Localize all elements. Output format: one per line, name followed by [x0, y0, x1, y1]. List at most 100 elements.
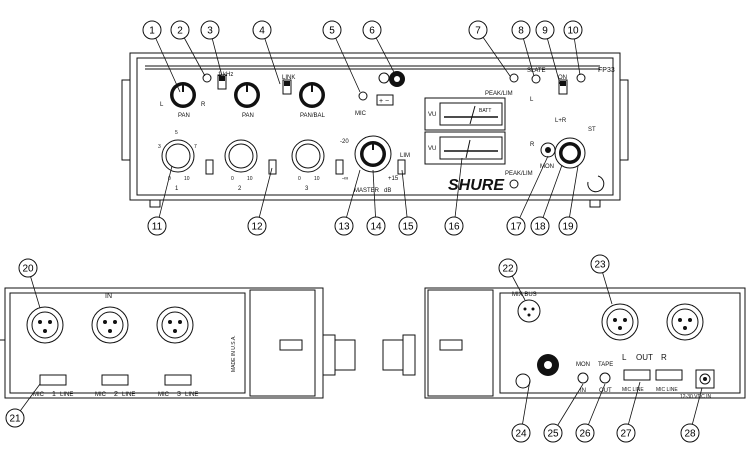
- callout-circle-23: [590, 254, 610, 274]
- callout-number-8: 8: [518, 26, 524, 37]
- pan-knob-2[interactable]: [234, 82, 260, 108]
- strap-loop: [587, 175, 605, 193]
- callout-number-16: 16: [448, 222, 460, 233]
- tape-label: TAPE: [598, 362, 613, 368]
- callout-circle-9: [535, 20, 555, 40]
- st-label: ST: [588, 127, 596, 133]
- master-label: MASTER: [354, 188, 380, 194]
- switch2-line: LINE: [122, 392, 135, 398]
- mix-bus-connector[interactable]: [517, 299, 541, 323]
- mic-label: MIC: [355, 111, 367, 117]
- link-switch[interactable]: [282, 79, 292, 95]
- callout-circle-12: [247, 216, 267, 236]
- limiter-switch[interactable]: [397, 159, 406, 175]
- callout-leader-18: [539, 164, 563, 227]
- dc-in-jack[interactable]: [695, 369, 715, 389]
- meter-panel: [424, 97, 506, 165]
- mon-label: MON: [540, 164, 554, 170]
- xlr-output-r[interactable]: [666, 303, 704, 341]
- callout-leader-5: [331, 29, 361, 93]
- callout-leader-12: [256, 167, 273, 227]
- switch1-line: LINE: [60, 392, 73, 398]
- switch3-mic: MIC: [158, 392, 170, 398]
- headphone-icon: [378, 72, 390, 84]
- right-side-knob: [382, 334, 416, 376]
- switch1-mic: MIC: [33, 392, 45, 398]
- ch2-label: 2: [238, 186, 242, 192]
- xlr-input-3[interactable]: [156, 306, 194, 344]
- callout-number-25: 25: [547, 429, 559, 440]
- callout-circle-18: [530, 216, 550, 236]
- battery-icon: [376, 94, 394, 106]
- freq-label: 1 kHz: [218, 72, 233, 78]
- right-side-panel: [424, 287, 746, 399]
- batt-label: BATT: [479, 108, 491, 114]
- callout-circle-5: [322, 20, 342, 40]
- filter-switch-1[interactable]: [205, 159, 214, 175]
- battery-symbol: + −: [379, 98, 389, 105]
- pan-label-1: PAN: [178, 113, 190, 119]
- gain-knob-2[interactable]: [224, 139, 258, 173]
- in-label: IN: [105, 293, 112, 300]
- slate-label: SLATE: [527, 68, 546, 74]
- peak-led-bottom: [509, 179, 519, 189]
- gain-knob-3[interactable]: [291, 139, 325, 173]
- callout-leader-25: [552, 383, 584, 434]
- xlr-output-l[interactable]: [601, 303, 639, 341]
- tape-out-jack[interactable]: [599, 372, 611, 384]
- pan-knob-1[interactable]: [170, 82, 196, 108]
- mic-line-switch-3[interactable]: [164, 374, 192, 386]
- callout-leader-17: [515, 155, 549, 227]
- master-knob[interactable]: [354, 135, 392, 173]
- xlr-input-1[interactable]: [26, 306, 64, 344]
- callout-number-6: 6: [369, 26, 375, 37]
- callout-circle-4: [252, 20, 272, 40]
- callout-leader-19: [567, 165, 579, 227]
- callout-circle-22: [498, 258, 518, 278]
- gain-knob-1[interactable]: [161, 139, 195, 173]
- slate-button[interactable]: [531, 74, 541, 84]
- callout-leader-1: [151, 29, 181, 93]
- monitor-selector-knob[interactable]: [554, 137, 586, 169]
- callout-circle-11: [147, 216, 167, 236]
- callout-number-11: 11: [152, 222, 163, 233]
- callout-number-9: 9: [542, 26, 548, 37]
- callout-number-24: 24: [515, 429, 527, 440]
- pan-bal-knob[interactable]: [299, 82, 325, 108]
- power-switch[interactable]: [558, 79, 568, 95]
- out-switch-l[interactable]: [623, 369, 651, 381]
- callout-circle-20: [18, 258, 38, 278]
- headphone-jack[interactable]: [389, 71, 405, 87]
- callout-circle-8: [511, 20, 531, 40]
- callout-number-13: 13: [338, 222, 350, 233]
- master-db: dB: [384, 188, 391, 194]
- left-side-knob: [322, 334, 356, 376]
- out-switch-r[interactable]: [655, 369, 683, 381]
- mic-line-switch-1[interactable]: [39, 374, 67, 386]
- monitor-jack[interactable]: [540, 142, 556, 158]
- mic-line-switch-2[interactable]: [101, 374, 129, 386]
- callout-number-21: 21: [9, 414, 21, 425]
- callout-circle-15: [398, 216, 418, 236]
- pan-bal-label: PAN/BAL: [300, 113, 326, 119]
- filter-switch-2[interactable]: [268, 159, 277, 175]
- callout-circle-27: [616, 423, 636, 443]
- callout-circle-26: [575, 423, 595, 443]
- mon-side-label: MON: [576, 362, 590, 368]
- callout-circle-3: [200, 20, 220, 40]
- ch1-label: 1: [175, 186, 179, 192]
- callout-circle-25: [543, 423, 563, 443]
- mon-in-jack[interactable]: [577, 372, 589, 384]
- mon-in-label: IN: [580, 388, 586, 394]
- tape-out-label: OUT: [599, 388, 612, 394]
- xlr-input-2[interactable]: [91, 306, 129, 344]
- link-label: LINK: [282, 75, 295, 81]
- meter-l: L: [530, 97, 534, 103]
- ch3-tick-0: 0: [298, 176, 301, 182]
- filter-switch-3[interactable]: [335, 159, 344, 175]
- callout-number-5: 5: [329, 26, 335, 37]
- headphone-jack-side[interactable]: [515, 354, 559, 389]
- callout-number-19: 19: [562, 222, 574, 233]
- peak-lim-bottom: PEAK/LIM: [505, 171, 533, 177]
- callout-circle-7: [468, 20, 488, 40]
